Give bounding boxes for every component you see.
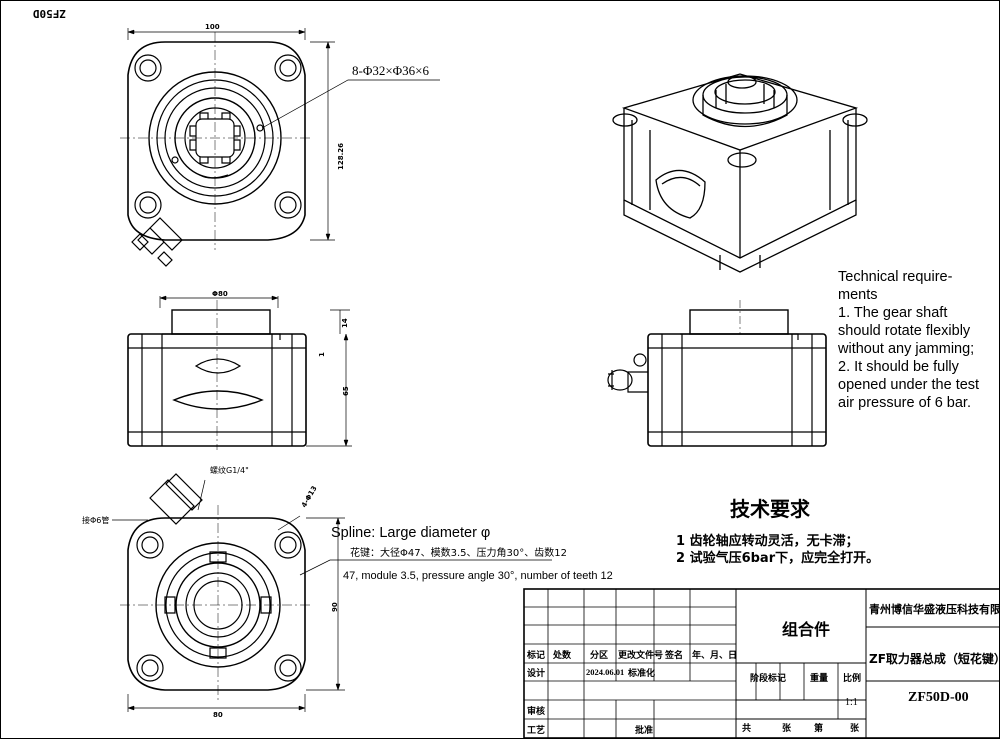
tech-cn-title: 技术要求 xyxy=(730,497,810,521)
sheet-label: 张 xyxy=(782,724,792,734)
tech-cn-item-2: 2 试验气压6bar下，应完全打开。 xyxy=(676,551,880,566)
dim-front-small: 1 xyxy=(318,352,326,357)
dim-bottom-width: 80 xyxy=(213,711,223,719)
assembly-label: 组合件 xyxy=(782,620,831,639)
total-label: 共 xyxy=(742,724,752,734)
number-label: 第 xyxy=(814,724,824,734)
centerlines xyxy=(120,32,312,700)
zone-label: 分区 xyxy=(590,651,609,661)
isometric-view xyxy=(612,73,868,273)
tech-en-title-2: ments xyxy=(838,287,878,303)
dim-front-height: 65 xyxy=(342,386,350,396)
thread-label: 螺纹G1/4" xyxy=(210,466,249,475)
tech-en-line-6: air pressure of 6 bar. xyxy=(838,395,971,411)
side-view xyxy=(607,300,827,447)
tech-en-title-1: Technical require- xyxy=(838,269,953,285)
bottom-view xyxy=(112,473,552,712)
date-label: 年、月、日 xyxy=(692,651,738,661)
process-label: 工艺 xyxy=(527,726,546,736)
scale-label: 比例 xyxy=(843,674,862,684)
tech-en-line-5: opened under the test xyxy=(838,377,980,393)
tech-cn-item-1: 1 齿轮轴应转动灵活，无卡滞； xyxy=(676,534,859,549)
technical-requirements-en: Technical require- ments 1. The gear sha… xyxy=(838,268,998,412)
dim-front-top: 14 xyxy=(341,318,349,328)
drawing-number: ZF50D-00 xyxy=(908,690,969,705)
dim-bottom-height: 90 xyxy=(331,602,339,612)
sheet2-label: 张 xyxy=(850,724,860,734)
spline-label-cn: 花键：大径Φ47、模数3.5、压力角30°、齿数12 xyxy=(350,548,567,559)
spline-label-en-2: 47, module 3.5, pressure angle 30°, numb… xyxy=(343,570,613,582)
holes-note: 8-Φ32×Φ36×6 xyxy=(352,63,429,78)
dim-top-height: 128.26 xyxy=(337,142,345,170)
scale-value: 1:1 xyxy=(845,697,858,708)
tech-en-line-1: 1. The gear shaft xyxy=(838,305,948,321)
dim-front-width: Φ80 xyxy=(212,290,228,298)
title-block-grid xyxy=(523,588,1000,739)
mark-label: 标记 xyxy=(527,651,546,661)
standardize-label: 标准化 xyxy=(628,669,656,679)
signature-label: 签名 xyxy=(665,651,684,661)
design-date: 2024.06.01 xyxy=(586,667,625,677)
front-view xyxy=(127,295,352,447)
dim-top-width: 100 xyxy=(205,23,220,31)
spline-label-en-1: Spline: Large diameter φ xyxy=(331,525,491,541)
pipe-label: 接Φ6管 xyxy=(82,516,110,525)
count-label: 处数 xyxy=(553,651,572,661)
change-doc-label: 更改文件号 xyxy=(618,651,664,661)
tech-en-line-4: 2. It should be fully xyxy=(838,359,959,375)
product-name: ZF取力器总成（短花键） xyxy=(869,652,1000,666)
tech-en-line-2: should rotate flexibly xyxy=(838,323,971,339)
company-name: 青州博信华盛液压科技有限公司 xyxy=(869,603,1000,616)
drawing-number-stamp: ZF50D xyxy=(0,0,70,26)
design-label: 设计 xyxy=(527,669,546,679)
weight-label: 重量 xyxy=(810,674,829,684)
approve-label: 批准 xyxy=(635,726,654,736)
tech-en-line-3: without any jamming; xyxy=(838,341,975,357)
stage-mark-label: 阶段标记 xyxy=(750,674,787,684)
review-label: 审核 xyxy=(527,707,546,717)
